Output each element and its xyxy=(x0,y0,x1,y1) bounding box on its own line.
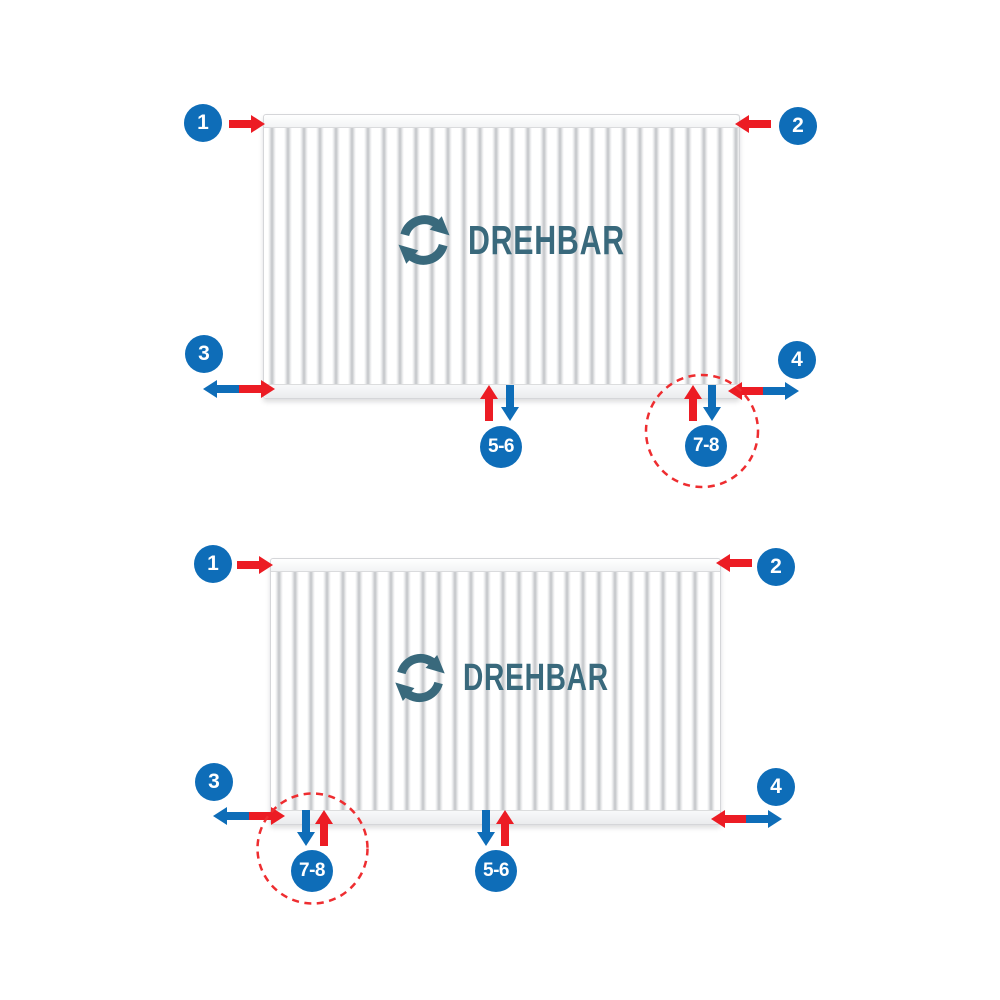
badge-number: 3 xyxy=(208,770,220,793)
connection-badge-4: 4 xyxy=(757,768,795,806)
supply-arrow-icon xyxy=(480,385,498,421)
dashed-highlight-circle-icon xyxy=(256,792,369,905)
brand-logo: DREHBAR xyxy=(389,647,660,709)
connection-badge-2: 2 xyxy=(757,548,795,586)
supply-arrow-icon xyxy=(229,115,265,133)
return-arrow-icon xyxy=(213,807,249,825)
connection-label-7-8: 7-8 xyxy=(291,850,333,892)
connection-badge-4: 4 xyxy=(778,341,816,379)
connection-badge-3: 3 xyxy=(195,763,233,801)
connection-label-7-8: 7-8 xyxy=(685,425,727,467)
badge-number: 3 xyxy=(198,342,210,365)
label-text: 5-6 xyxy=(488,436,514,457)
supply-arrow-icon xyxy=(237,556,273,574)
supply-arrow-icon xyxy=(735,115,771,133)
return-arrow-icon xyxy=(297,810,315,846)
label-text: 7-8 xyxy=(299,860,325,881)
supply-arrow-icon xyxy=(684,385,702,421)
connection-badge-1: 1 xyxy=(184,104,222,142)
supply-arrow-icon xyxy=(711,810,747,828)
brand-logo-text: DREHBAR xyxy=(468,216,625,263)
brand-logo: DREHBAR xyxy=(392,208,680,272)
supply-arrow-icon xyxy=(315,810,333,846)
badge-number: 4 xyxy=(770,775,782,798)
return-arrow-icon xyxy=(203,380,239,398)
rotate-icon xyxy=(395,653,445,703)
radiator-panel xyxy=(263,114,740,399)
rotate-icon xyxy=(398,215,450,265)
brand-logo-text: DREHBAR xyxy=(463,657,609,699)
return-arrow-icon xyxy=(763,382,799,400)
return-arrow-icon xyxy=(746,810,782,828)
badge-number: 1 xyxy=(197,111,209,134)
supply-arrow-icon xyxy=(716,554,752,572)
badge-number: 2 xyxy=(770,555,782,578)
label-text: 5-6 xyxy=(483,860,509,881)
dashed-highlight-circle-icon xyxy=(644,373,760,489)
return-arrow-icon xyxy=(477,810,495,846)
connection-label-5-6: 5-6 xyxy=(475,850,517,892)
badge-number: 1 xyxy=(207,552,219,575)
badge-number: 4 xyxy=(791,348,803,371)
label-text: 7-8 xyxy=(693,435,719,456)
supply-arrow-icon xyxy=(239,380,275,398)
supply-arrow-icon xyxy=(496,810,514,846)
return-arrow-icon xyxy=(703,385,721,421)
radiator-panel xyxy=(270,558,721,825)
return-arrow-icon xyxy=(501,385,519,421)
connection-badge-1: 1 xyxy=(194,545,232,583)
connection-badge-3: 3 xyxy=(185,335,223,373)
badge-number: 2 xyxy=(792,114,804,137)
connection-label-5-6: 5-6 xyxy=(480,426,522,468)
connection-badge-2: 2 xyxy=(779,107,817,145)
